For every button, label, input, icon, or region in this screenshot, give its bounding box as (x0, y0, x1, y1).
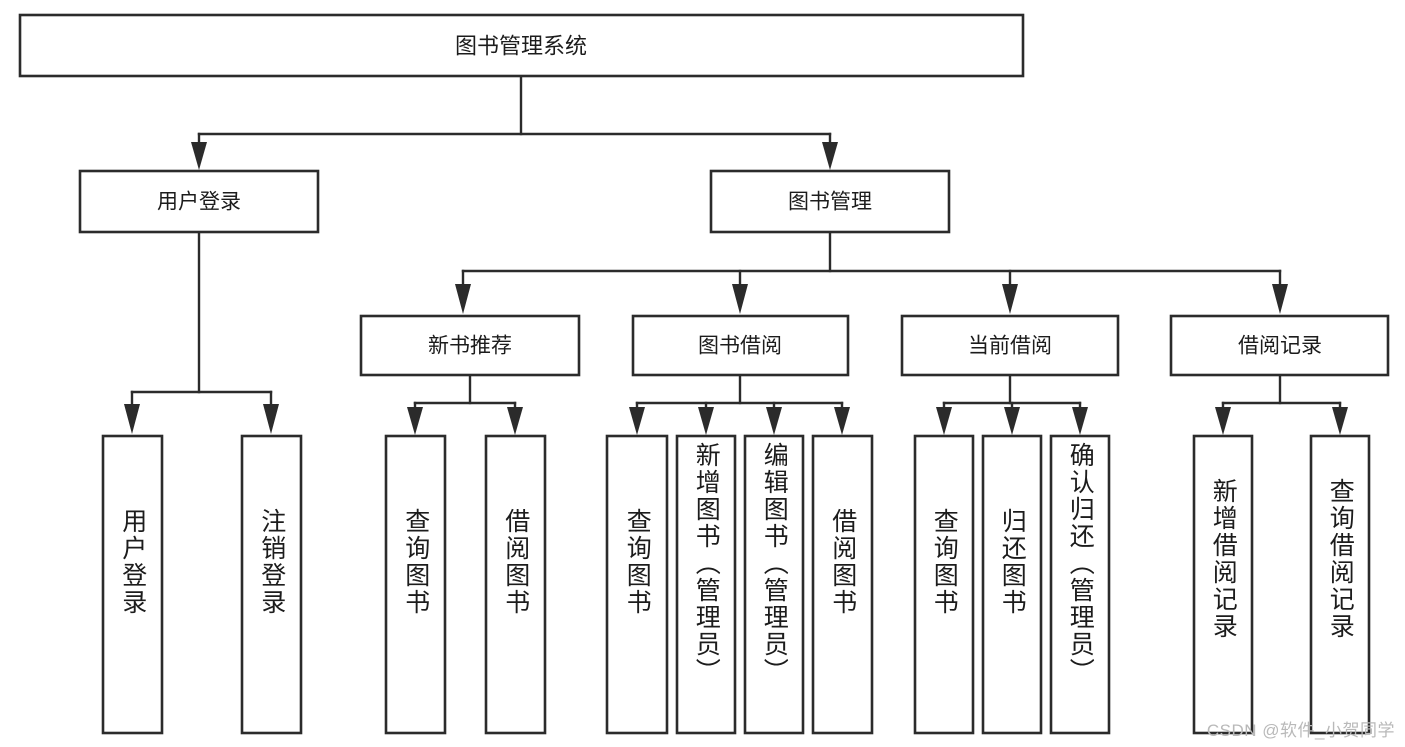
node-book-borrow[interactable]: 图书借阅 (631, 314, 850, 377)
node-root-box[interactable] (18, 13, 1025, 78)
node-new-book-recommend[interactable]: 新书推荐 (359, 314, 581, 377)
arrow-head-leaf-add-book (698, 407, 714, 435)
arrow-head-leaf-confirm-return (1072, 407, 1088, 435)
leaf-box-add-record[interactable] (1192, 434, 1254, 735)
leaf-box-return-book[interactable] (981, 434, 1043, 735)
leaf-box-add-book[interactable] (675, 434, 737, 735)
node-user-login-box[interactable] (78, 169, 320, 234)
arrow-head-book-manage (822, 142, 838, 170)
connector-group-book-borrow-to-leaves (629, 373, 850, 435)
node-user-login-label: 用户登录 (157, 191, 241, 214)
arrow-head-new-book-recommend (455, 284, 471, 314)
arrow-head-leaf-add-record (1215, 407, 1231, 435)
arrow-head-leaf-borrow-book-2 (834, 407, 850, 435)
arrow-head-leaf-query-book-1 (407, 407, 423, 435)
node-root-label: 图书管理系统 (455, 34, 587, 59)
node-current-borrow[interactable]: 当前借阅 (900, 314, 1120, 377)
node-book-borrow-box[interactable] (631, 314, 850, 377)
arrow-head-leaf-query-book-2 (629, 407, 645, 435)
leaf-boxes-borrow-record (1192, 434, 1371, 735)
connector-group-root-to-level2 (191, 74, 838, 170)
connector-group-new-book-to-leaves (407, 373, 523, 435)
node-book-manage[interactable]: 图书管理 (709, 169, 951, 234)
connector-group-current-borrow-to-leaves (936, 373, 1088, 435)
node-book-manage-box[interactable] (709, 169, 951, 234)
node-current-borrow-box[interactable] (900, 314, 1120, 377)
leaf-box-query-record[interactable] (1309, 434, 1371, 735)
leaf-box-query-book-2[interactable] (605, 434, 669, 735)
connector-group-borrow-record-to-leaves (1215, 373, 1348, 435)
node-current-borrow-label: 当前借阅 (968, 335, 1052, 358)
node-root-book-management-system[interactable]: 图书管理系统 (18, 13, 1025, 78)
node-borrow-record-label: 借阅记录 (1238, 335, 1322, 358)
leaf-boxes-book-borrow (605, 434, 874, 735)
arrow-head-user-login (191, 142, 207, 170)
leaf-box-user-logout[interactable] (240, 434, 303, 735)
leaf-boxes-current-borrow (913, 434, 1111, 735)
arrow-head-borrow-record (1272, 284, 1288, 314)
leaf-box-query-book-3[interactable] (913, 434, 975, 735)
arrow-head-leaf-user-login (124, 404, 140, 434)
arrow-head-leaf-borrow-book-1 (507, 407, 523, 435)
node-book-manage-label: 图书管理 (788, 191, 872, 214)
connector-group-user-login-to-leaves (124, 230, 279, 434)
leaf-box-borrow-book-2[interactable] (811, 434, 874, 735)
leaf-box-borrow-book-1[interactable] (484, 434, 547, 735)
arrow-head-current-borrow (1002, 284, 1018, 314)
leaf-boxes-user-login (101, 434, 303, 735)
node-borrow-record[interactable]: 借阅记录 (1169, 314, 1390, 377)
leaf-boxes-new-book-recommend (384, 434, 547, 735)
node-book-borrow-label: 图书借阅 (698, 335, 782, 358)
leaf-box-confirm-return[interactable] (1049, 434, 1111, 735)
connector-group-book-manage-to-level3 (455, 230, 1288, 314)
arrow-head-leaf-return-book (1004, 407, 1020, 435)
node-user-login[interactable]: 用户登录 (78, 169, 320, 234)
csdn-watermark: CSDN @软件_小贺同学 (1206, 721, 1395, 740)
node-new-book-recommend-box[interactable] (359, 314, 581, 377)
arrow-head-book-borrow (732, 284, 748, 314)
arrow-head-leaf-edit-book (766, 407, 782, 435)
arrow-head-leaf-query-record (1332, 407, 1348, 435)
leaf-box-edit-book[interactable] (743, 434, 805, 735)
node-new-book-recommend-label: 新书推荐 (428, 335, 512, 358)
node-borrow-record-box[interactable] (1169, 314, 1390, 377)
leaf-box-user-login[interactable] (101, 434, 164, 735)
arrow-head-leaf-user-logout (263, 404, 279, 434)
arrow-head-leaf-query-book-3 (936, 407, 952, 435)
leaf-box-query-book-1[interactable] (384, 434, 447, 735)
